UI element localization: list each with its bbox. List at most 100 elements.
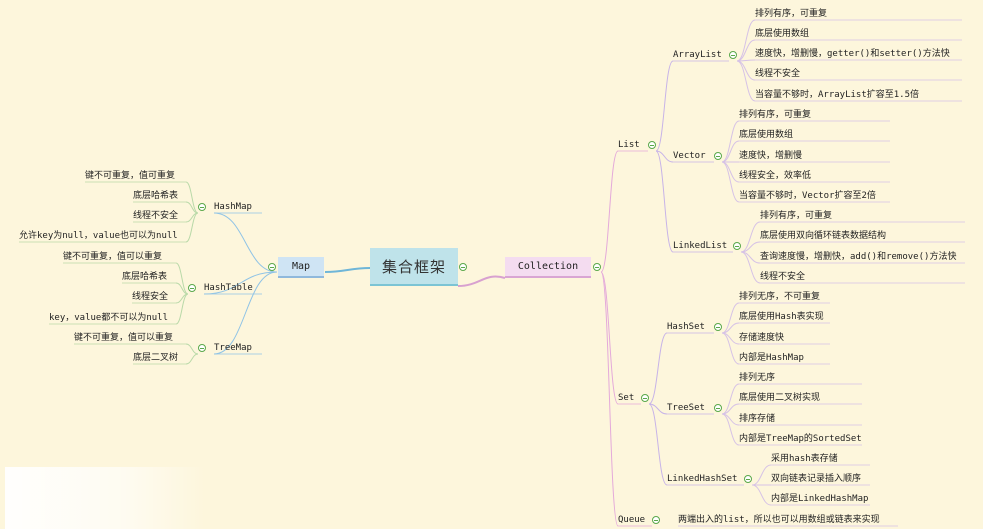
hashtable-item: 线程安全	[132, 292, 169, 302]
hashset-collapse-icon[interactable]	[714, 323, 722, 331]
root-collapse-icon[interactable]	[459, 263, 467, 271]
linkedlist-item: 线程不安全	[760, 272, 806, 282]
hashmap-item: 允许key为null，value也可以为null	[19, 231, 178, 241]
connector-line	[740, 251, 761, 284]
vector-item: 线程安全，效率低	[739, 171, 812, 181]
treeset-item: 排序存储	[739, 414, 776, 424]
collection-collapse-icon[interactable]	[593, 263, 601, 271]
connector-line	[721, 383, 740, 415]
hashtable-collapse-icon[interactable]	[188, 284, 196, 292]
arraylist-label[interactable]: ArrayList	[673, 50, 722, 60]
connector-line	[736, 60, 756, 102]
connector-line	[600, 150, 619, 273]
hashmap-label[interactable]: HashMap	[214, 202, 252, 212]
connector-line	[648, 403, 668, 486]
hashmap-collapse-icon[interactable]	[198, 203, 206, 211]
linkedlist-item: 查询速度慢，增删快，add()和remove()方法快	[760, 252, 957, 262]
connector-line	[721, 322, 740, 334]
hashmap-item: 键不可重复，值可重复	[85, 171, 176, 181]
connector-line	[655, 150, 674, 163]
linkedhashset-item: 采用hash表存储	[771, 454, 838, 464]
connector-line	[655, 60, 674, 152]
connector-line	[721, 140, 740, 163]
treeset-label[interactable]: TreeSet	[667, 403, 705, 413]
collection-label: Collection	[517, 261, 579, 272]
queue-collapse-icon[interactable]	[652, 516, 660, 524]
linkedhashset-item: 双向链表记录插入顺序	[771, 474, 862, 484]
root-map-line	[324, 267, 371, 273]
arraylist-collapse-icon[interactable]	[729, 51, 737, 59]
linkedlist-collapse-icon[interactable]	[733, 242, 741, 250]
linkedlist-item: 底层使用双向循环链表数据结构	[760, 231, 887, 241]
vector-item: 底层使用数组	[739, 130, 794, 140]
hashset-item: 底层使用Hash表实现	[739, 312, 824, 322]
connector-line	[185, 181, 199, 214]
connector-line	[721, 413, 740, 446]
linkedhashset-collapse-icon[interactable]	[744, 475, 752, 483]
vector-item: 排列有序，可重复	[739, 110, 812, 120]
connector-line	[648, 332, 668, 405]
connector-line	[721, 161, 740, 183]
list-collapse-icon[interactable]	[648, 141, 656, 149]
vector-collapse-icon[interactable]	[714, 152, 722, 160]
connector-line	[175, 282, 189, 295]
connector-line	[185, 212, 199, 243]
arraylist-item: 排列有序，可重复	[755, 9, 828, 19]
connector-line	[736, 60, 756, 81]
treemap-item: 底层二叉树	[133, 353, 179, 363]
connector-line	[648, 403, 668, 415]
linkedhashset-label[interactable]: LinkedHashSet	[667, 474, 738, 484]
arraylist-item: 当容量不够时，ArrayList扩容至1.5倍	[755, 90, 920, 100]
linkedlist-label[interactable]: LinkedList	[673, 241, 728, 251]
connector-line	[175, 262, 189, 295]
treemap-label[interactable]: TreeMap	[214, 343, 252, 353]
treeset-item: 底层使用二叉树实现	[739, 393, 821, 403]
treemap-collapse-icon[interactable]	[198, 344, 206, 352]
connector-line	[721, 161, 740, 203]
hashset-label[interactable]: HashSet	[667, 322, 705, 332]
treeset-item: 排列无序	[739, 373, 776, 383]
connector-line	[600, 271, 619, 405]
connector-line	[721, 403, 740, 415]
linkedhashset-item: 内部是LinkedHashMap	[771, 494, 869, 504]
map-collapse-icon[interactable]	[268, 263, 276, 271]
hashtable-item: 键不可重复，值可以重复	[63, 252, 163, 262]
arraylist-item: 速度快，增删慢，getter()和setter()方法快	[755, 49, 950, 59]
treeset-item: 内部是TreeMap的SortedSet	[739, 434, 862, 444]
connector-line	[203, 271, 278, 295]
hashtable-label[interactable]: HashTable	[204, 283, 253, 293]
connector-line	[175, 293, 189, 325]
map-label: Map	[291, 261, 311, 272]
arraylist-item: 线程不安全	[755, 69, 801, 79]
list-label[interactable]: List	[618, 140, 640, 150]
hashset-item: 内部是HashMap	[739, 353, 804, 363]
connector-line	[721, 120, 740, 163]
map-node[interactable]: Map	[278, 257, 324, 278]
root-node[interactable]: 集合框架	[370, 248, 458, 286]
connector-line	[655, 150, 674, 253]
set-label[interactable]: Set	[618, 393, 635, 403]
arraylist-item: 底层使用数组	[755, 29, 810, 39]
treeset-collapse-icon[interactable]	[714, 404, 722, 412]
hashset-item: 排列无序，不可重复	[739, 292, 821, 302]
treemap-item: 键不可重复，值可以重复	[74, 333, 174, 343]
faded-corner	[5, 467, 205, 529]
set-collapse-icon[interactable]	[641, 394, 649, 402]
linkedlist-item: 排列有序，可重复	[760, 211, 833, 221]
queue-label[interactable]: Queue	[618, 515, 646, 525]
collection-node[interactable]: Collection	[505, 257, 591, 278]
connector-line	[751, 484, 772, 506]
hashmap-item: 线程不安全	[133, 211, 179, 221]
hashmap-item: 底层哈希表	[133, 191, 179, 201]
hashtable-item: key，value都不可以为null	[49, 313, 169, 323]
connector-line	[740, 221, 761, 253]
connector-line	[213, 271, 278, 355]
hashtable-item: 底层哈希表	[122, 272, 168, 282]
vector-item: 速度快，增删慢	[739, 151, 803, 161]
connector-line	[740, 241, 761, 253]
connector-line	[736, 19, 756, 62]
connector-line	[751, 464, 772, 486]
vector-label[interactable]: Vector	[673, 151, 706, 161]
